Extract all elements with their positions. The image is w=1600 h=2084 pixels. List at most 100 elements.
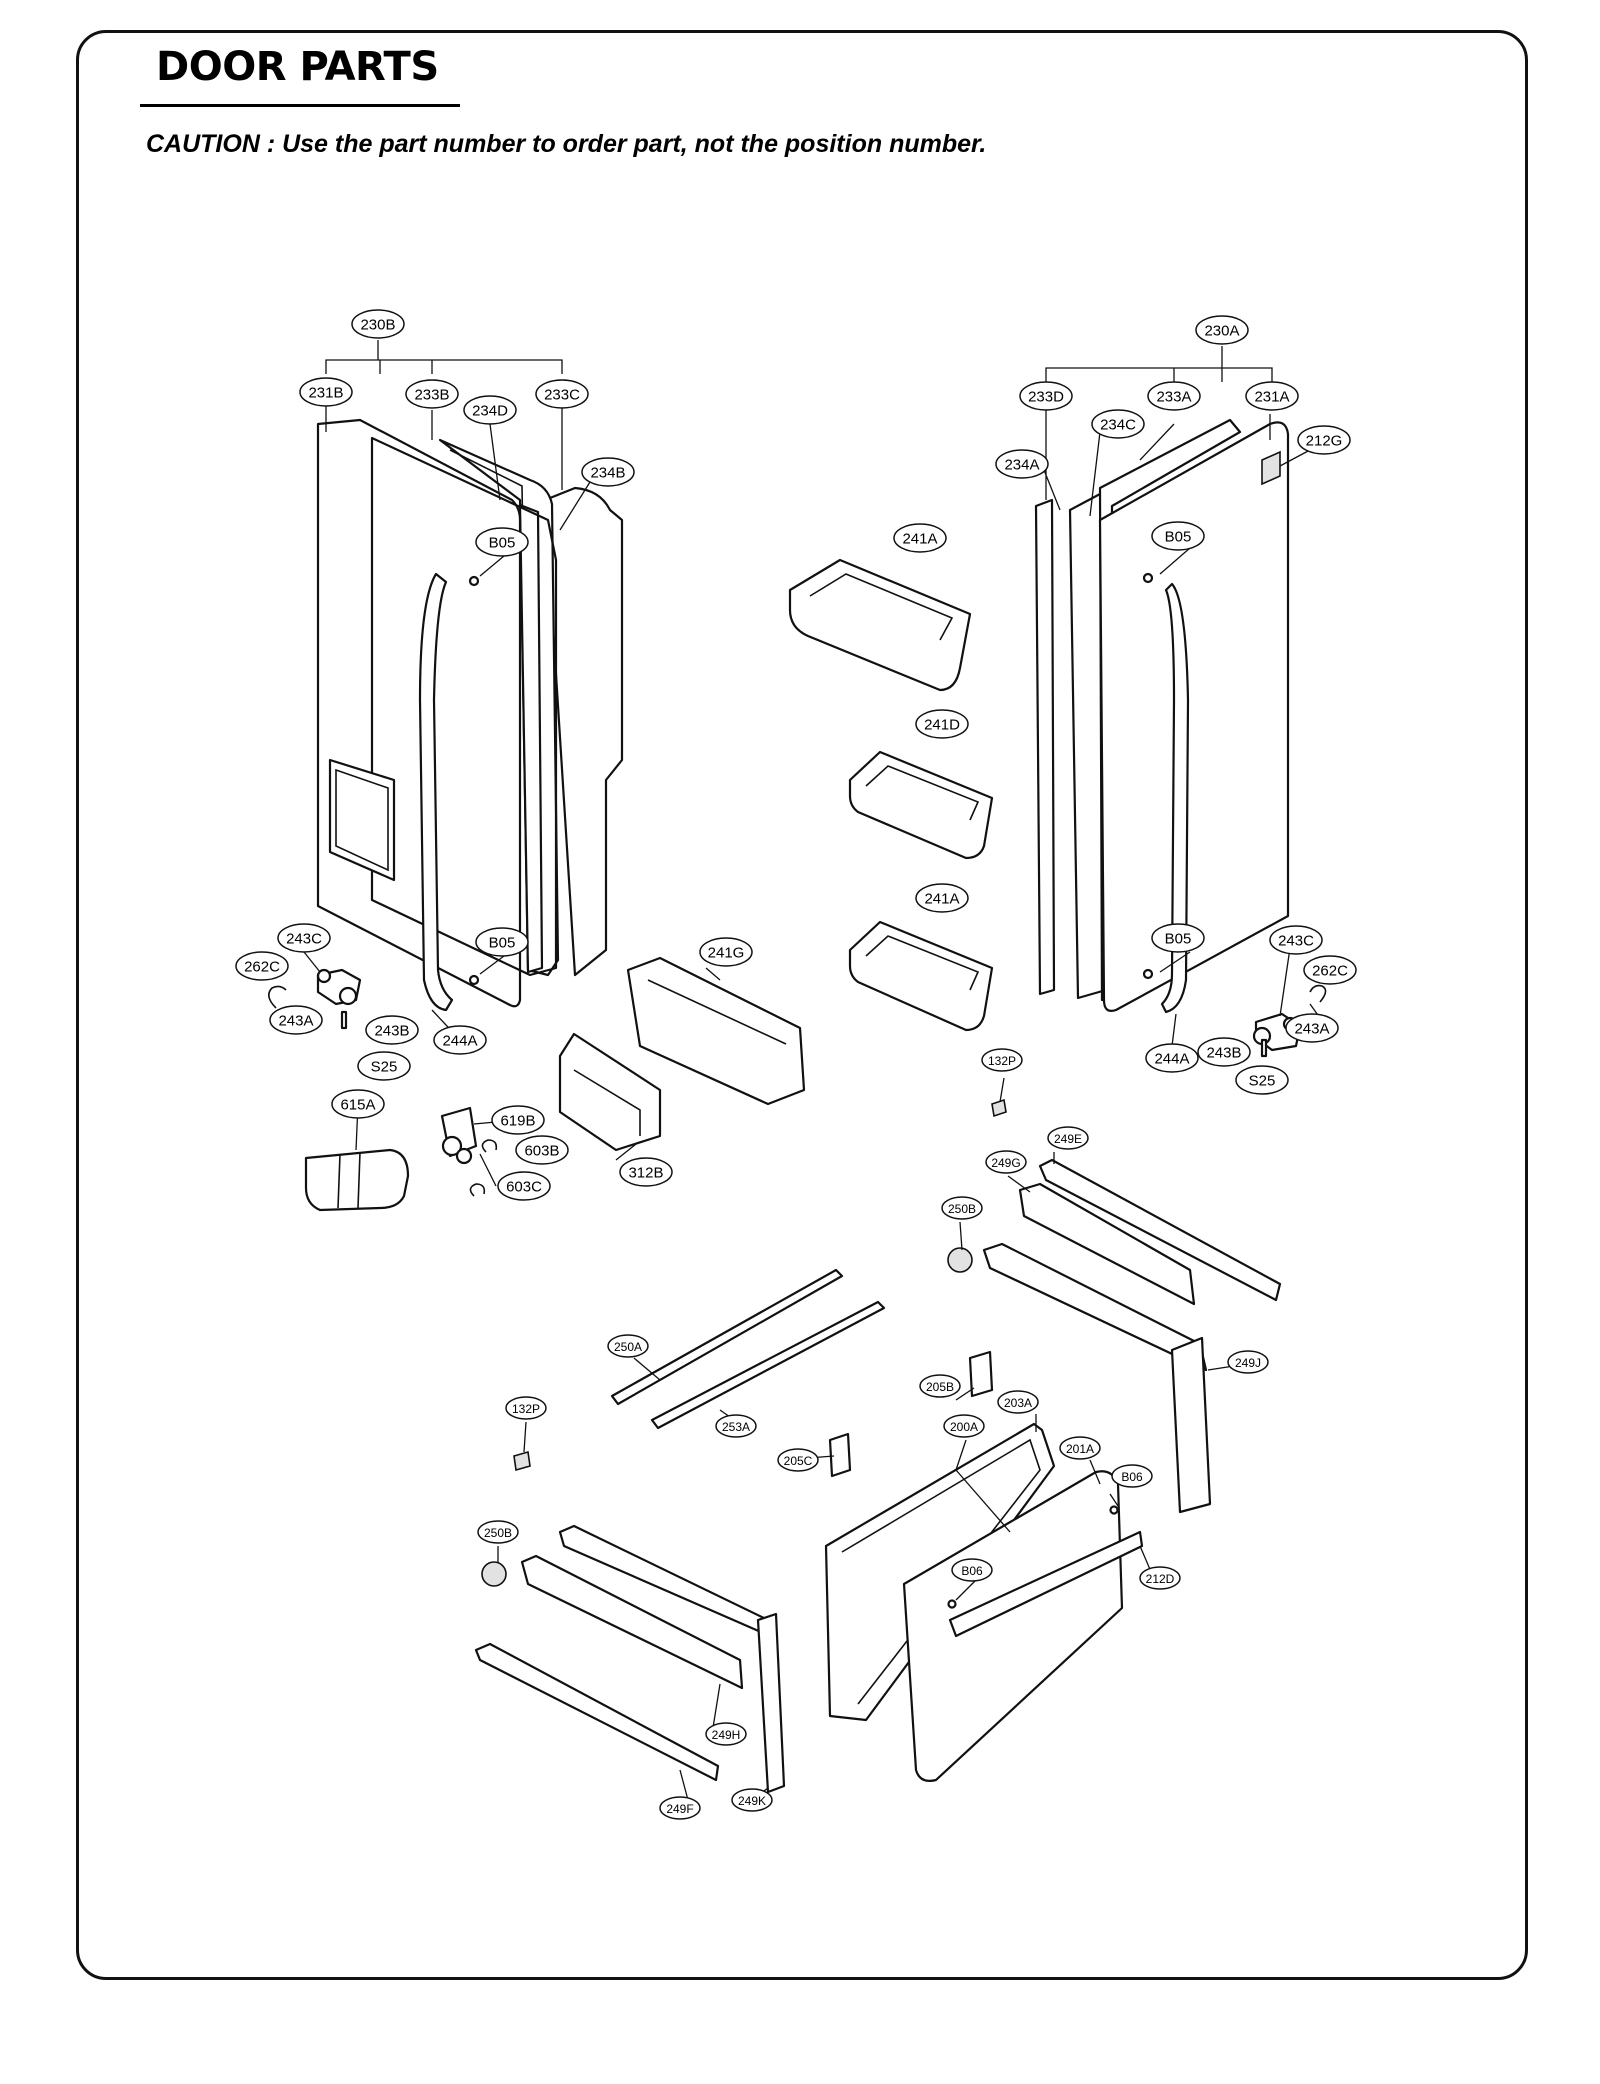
callout-201a: 201A <box>1059 1436 1101 1460</box>
left-door-gasket-outer <box>543 486 624 977</box>
callout-249j: 249J <box>1227 1350 1269 1374</box>
callout-oval <box>477 1520 519 1544</box>
callout-oval <box>1151 923 1205 953</box>
callout-250b: 250B <box>477 1520 519 1544</box>
callout-b05: B05 <box>475 927 529 957</box>
callout-label: S25 <box>1249 1073 1276 1090</box>
callout-oval <box>1235 1065 1289 1095</box>
callout-oval <box>1151 521 1205 551</box>
callout-615a: 615A <box>331 1089 385 1119</box>
callout-oval <box>1147 381 1201 411</box>
callout-oval <box>1145 1043 1199 1073</box>
lead-left-misc <box>303 406 721 1187</box>
callout-250a: 250A <box>607 1334 649 1358</box>
left-door-handle <box>418 572 454 1012</box>
callout-243c: 243C <box>1269 925 1323 955</box>
callout-243a: 243A <box>1285 1013 1339 1043</box>
callout-label: 253A <box>722 1420 750 1434</box>
dispenser-parts <box>304 1032 662 1212</box>
callout-label: 234D <box>472 403 508 420</box>
callout-241a: 241A <box>915 883 969 913</box>
callout-label: 231A <box>1254 389 1289 406</box>
callout-oval <box>941 1196 983 1220</box>
callout-249e: 249E <box>1047 1126 1089 1150</box>
callout-132p: 132P <box>981 1048 1023 1072</box>
callout-244a: 244A <box>433 1025 487 1055</box>
callout-label: 241D <box>924 717 960 734</box>
callout-233b: 233B <box>405 379 459 409</box>
callout-oval <box>277 923 331 953</box>
callout-oval <box>893 523 947 553</box>
callout-243a: 243A <box>269 1005 323 1035</box>
callout-label: 205C <box>784 1454 813 1468</box>
caution-note: CAUTION : Use the part number to order p… <box>146 130 987 158</box>
callout-label: 241A <box>902 531 937 548</box>
callout-oval <box>1047 1126 1089 1150</box>
callout-label: 201A <box>1066 1442 1094 1456</box>
callout-oval <box>365 1015 419 1045</box>
lead-230a-bracket <box>1045 346 1273 382</box>
page-title: DOOR PARTS <box>156 44 439 90</box>
left-screw-bottom <box>468 974 480 986</box>
callout-241a: 241A <box>893 523 947 553</box>
callout-243c: 243C <box>277 923 331 953</box>
callout-label: 234A <box>1004 457 1039 474</box>
gear-250b-upper <box>947 1247 973 1273</box>
right-door-label <box>1261 450 1281 486</box>
rail-249f <box>474 1642 720 1782</box>
callout-262c: 262C <box>1303 955 1357 985</box>
rail-249g <box>1018 1182 1196 1306</box>
callout-label: 241G <box>708 945 745 962</box>
callout-label: 233B <box>414 387 449 404</box>
callout-oval <box>777 1448 819 1472</box>
callout-132p: 132P <box>505 1396 547 1420</box>
callout-244a: 244A <box>1145 1043 1199 1073</box>
callout-oval <box>357 1051 411 1081</box>
gear-250b-lower <box>481 1561 507 1587</box>
callout-oval <box>505 1396 547 1420</box>
callout-oval <box>515 1135 569 1165</box>
callout-619b: 619B <box>491 1105 545 1135</box>
callout-312b: 312B <box>619 1157 673 1187</box>
callout-oval <box>659 1796 701 1820</box>
left-screw-top <box>468 575 480 587</box>
left-hinge-pin <box>316 968 332 984</box>
callout-oval <box>1195 315 1249 345</box>
rail-249e <box>1038 1158 1282 1302</box>
callout-label: 132P <box>512 1402 540 1416</box>
title-underline <box>140 104 460 107</box>
callout-oval <box>715 1414 757 1438</box>
callout-label: 262C <box>244 959 280 976</box>
callout-243b: 243B <box>365 1015 419 1045</box>
rail-upper <box>558 1524 772 1638</box>
callout-oval <box>497 1171 551 1201</box>
callout-oval <box>1245 381 1299 411</box>
bin-241a-top <box>788 558 972 692</box>
callout-oval <box>699 937 753 967</box>
callout-241d: 241D <box>915 709 969 739</box>
rail-249j-post <box>1170 1336 1212 1514</box>
callout-s25: S25 <box>357 1051 411 1081</box>
freezer-rail-right <box>947 1098 1282 1514</box>
callout-234a: 234A <box>995 449 1049 479</box>
callout-oval <box>1227 1350 1269 1374</box>
left-door-seal-strip <box>518 503 544 974</box>
strip-250a <box>610 1268 844 1406</box>
callout-230a: 230A <box>1195 315 1249 345</box>
callout-oval <box>915 709 969 739</box>
callout-233c: 233C <box>535 379 589 409</box>
callout-label: 249K <box>738 1794 766 1808</box>
freezer-drawer <box>824 1422 1144 1782</box>
callout-oval <box>997 1390 1039 1414</box>
right-door-seal <box>1034 498 1056 996</box>
clip-603b <box>481 1139 498 1153</box>
callout-oval <box>1059 1436 1101 1460</box>
bin-241a-bottom <box>848 920 994 1032</box>
callout-label: 203A <box>1004 1396 1032 1410</box>
callout-249g: 249G <box>985 1150 1027 1174</box>
right-screw-bottom <box>1142 968 1154 980</box>
water-valve-port-a <box>441 1135 463 1157</box>
callout-label: 205B <box>926 1380 954 1394</box>
callout-205b: 205B <box>919 1374 961 1398</box>
callout-oval <box>985 1150 1027 1174</box>
